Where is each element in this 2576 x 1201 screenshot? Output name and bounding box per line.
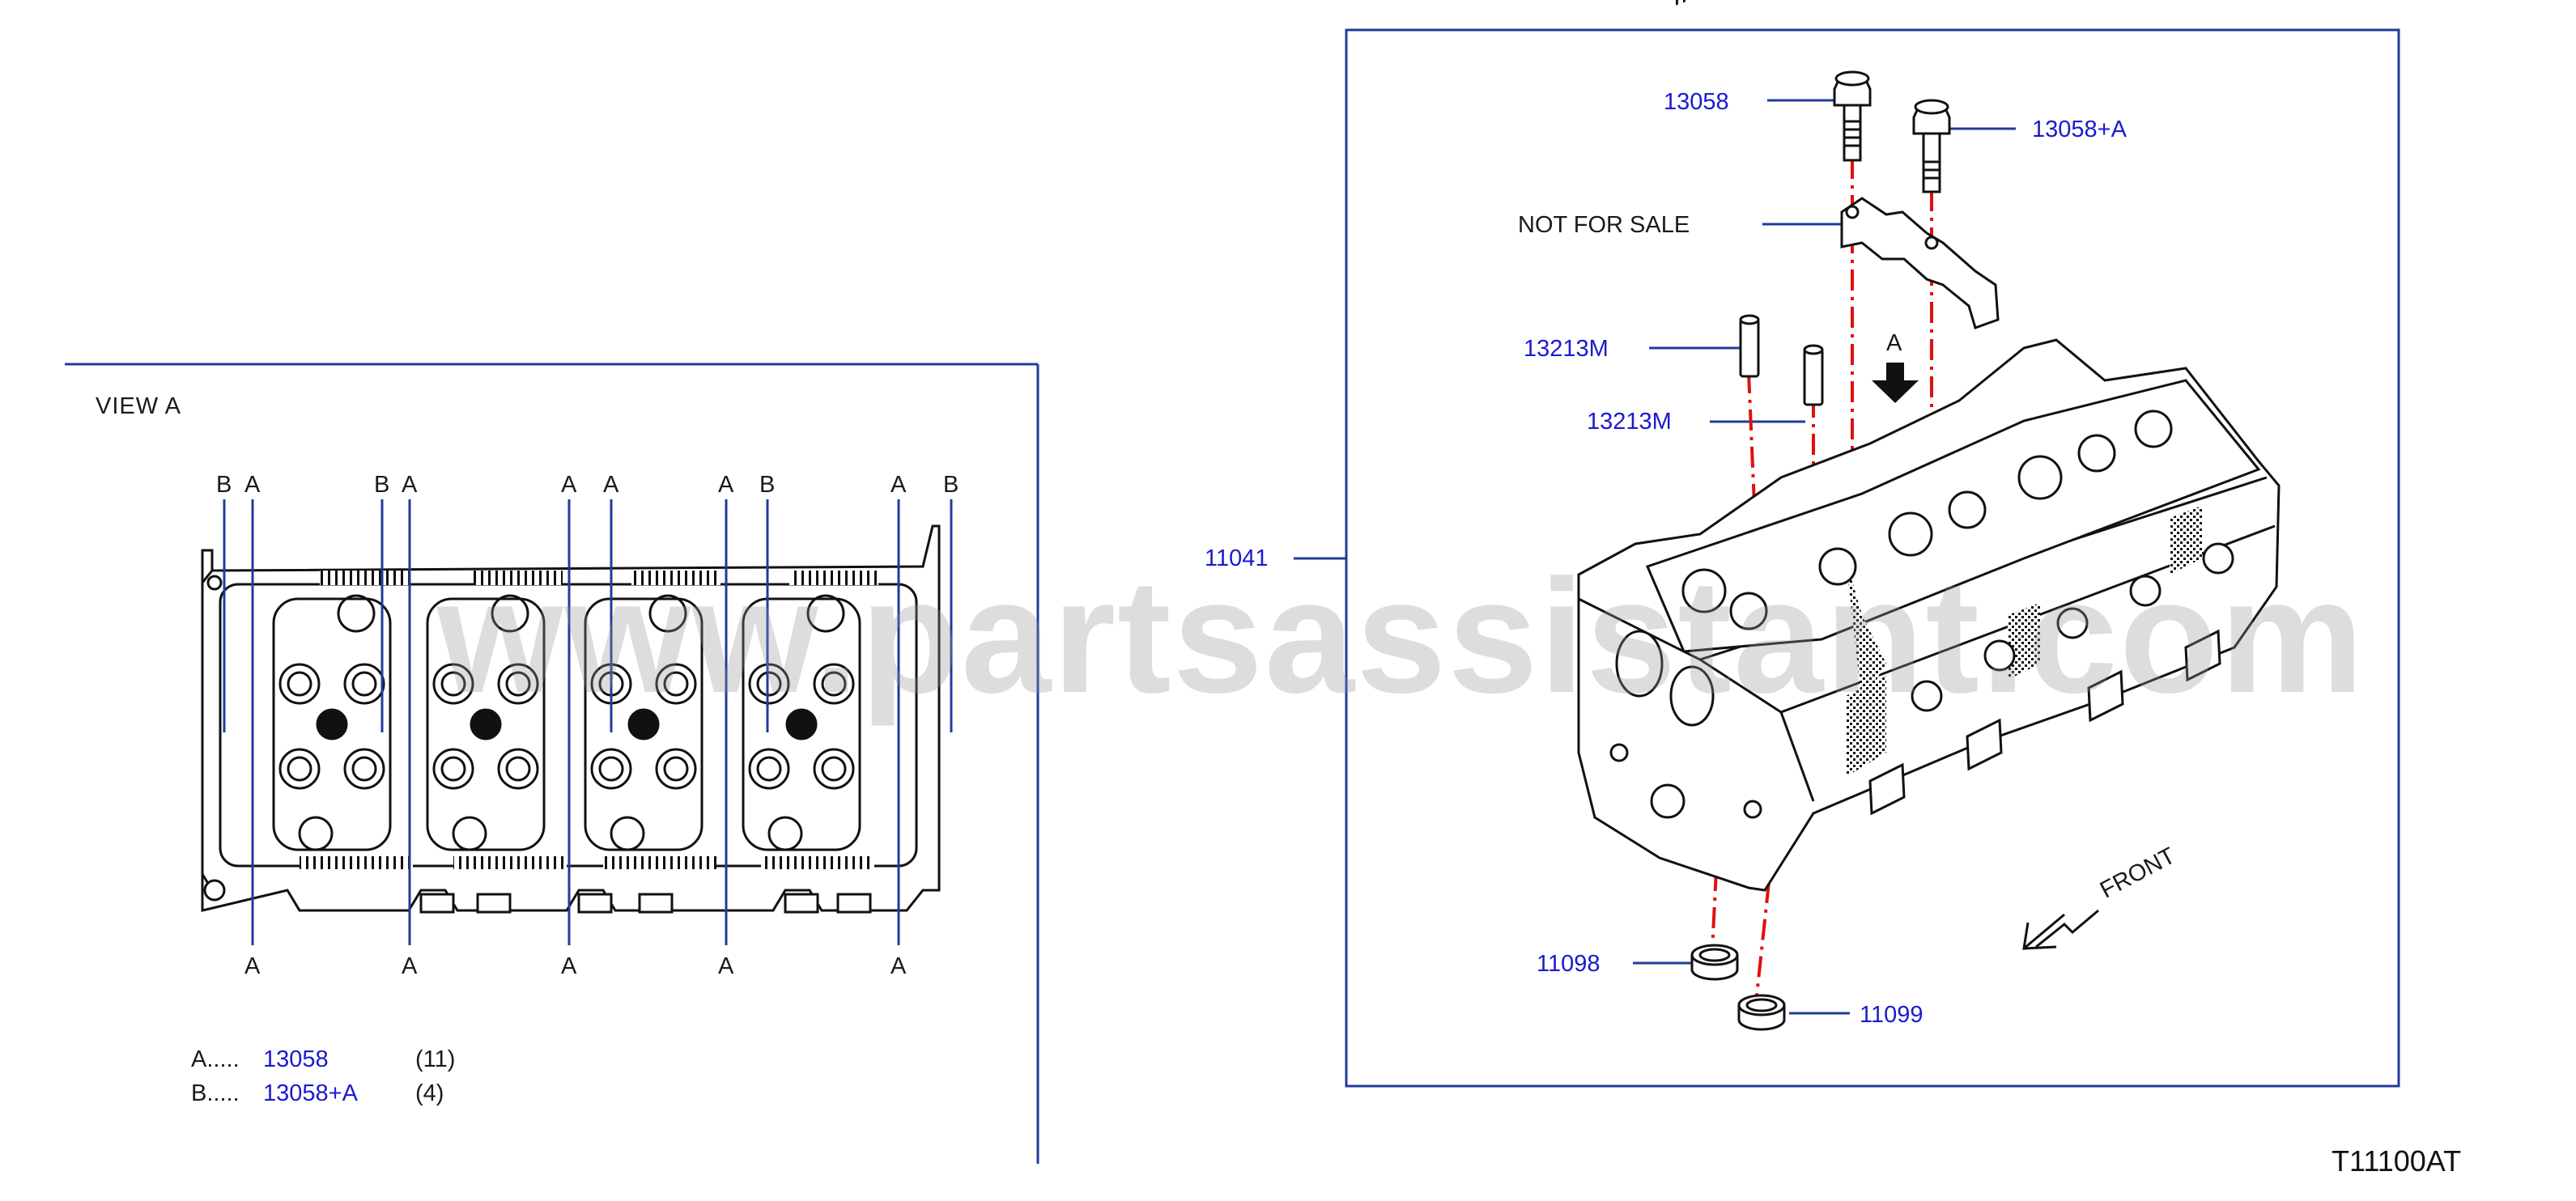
callout-11041-link[interactable]: 11041 [1205,545,1269,571]
valve-seat [287,671,312,697]
bolt-position-lines [223,499,953,945]
cam-journal [491,594,529,633]
cam-journal [298,816,334,851]
legend-key-b: B..... [191,1080,240,1106]
arrow-a-label: A [1886,330,1902,356]
cam-journal [452,816,487,851]
cylinder-pocket [426,597,546,851]
callout-13213m-link-2[interactable]: 13213M [1587,409,1672,435]
valve-seat [821,756,847,782]
view-a-top-letter: A [718,472,734,498]
view-a-frame [65,363,1039,1164]
injector-bore [470,708,502,741]
injector-bore [627,708,660,741]
valve-seat [663,671,689,697]
valve-seat [813,663,855,705]
valve-seat [343,748,385,790]
view-a-top-letter: B [759,472,776,498]
dowel-pins [1739,314,1824,406]
cylinder-head-body [1577,0,2281,892]
valve-seat [813,748,855,790]
callout-11099-link[interactable]: 11099 [1860,1002,1923,1028]
legend-qty-b: (4) [415,1080,444,1106]
seal-11098 [1690,944,1739,981]
seal-11099 [1737,994,1786,1031]
view-a-bottom-letter: A [244,953,261,979]
valve-seat [756,756,782,782]
valve-seat [351,671,377,697]
valve-seat [343,663,385,705]
valve-seat [756,671,782,697]
bolt-13058-a [1912,99,1951,193]
view-a-arrow [1872,363,1919,403]
valve-seat [432,748,474,790]
legend-part-13058-link[interactable]: 13058 [263,1046,329,1072]
view-a-bottom-letter: A [718,953,734,979]
valve-seat [440,756,466,782]
view-a-bottom-letter: A [891,953,907,979]
cam-journal [806,594,845,633]
cam-journal [337,594,376,633]
view-a-bottom-letter: A [561,953,577,979]
view-a-top-letter: B [216,472,232,498]
view-a-top-letter: A [891,472,907,498]
callout-13058-link[interactable]: 13058 [1664,89,1729,115]
valve-seat [663,756,689,782]
valve-seat [598,756,624,782]
view-a-top-letter: A [561,472,577,498]
valve-seat [655,663,697,705]
reference-code: T11100AT [2332,1144,2462,1178]
injector-bore [316,708,348,741]
legend-qty-a: (11) [415,1046,456,1072]
valve-seat [590,748,632,790]
view-a-top-letter: B [943,472,959,498]
valve-seat [278,748,321,790]
valve-seat [505,671,531,697]
valve-seat [497,663,539,705]
valve-seat [748,748,790,790]
cylinder-pocket [742,597,861,851]
bolt-13058 [1833,70,1872,162]
valve-seat [278,663,321,705]
callout-13058-a-link[interactable]: 13058+A [2032,117,2127,142]
cam-journal [767,816,803,851]
valve-seat [287,756,312,782]
cylinder-pocket [584,597,704,851]
valve-seat [497,748,539,790]
valve-seat [505,756,531,782]
injector-bore [785,708,818,741]
not-for-sale-label: NOT FOR SALE [1518,212,1690,238]
valve-seat [655,748,697,790]
cylinder-pocket [272,597,392,851]
legend-part-13058-a-link[interactable]: 13058+A [263,1080,358,1106]
bracket-not-for-sale [1840,197,2000,329]
cam-journal [648,594,687,633]
valve-seat [432,663,474,705]
valve-seat [748,663,790,705]
view-a-title: VIEW A [96,393,181,419]
view-a-top-letter: A [244,472,261,498]
valve-seat [351,756,377,782]
valve-seat [440,671,466,697]
view-a-top-letter: A [603,472,619,498]
callout-13213m-link-1[interactable]: 13213M [1524,336,1609,362]
front-arrow-icon [2022,909,2099,950]
view-a-top-letter: A [402,472,418,498]
view-a-top-letter: B [374,472,390,498]
legend-key-a: A..... [191,1046,240,1072]
cam-journal [610,816,645,851]
callout-11098-link[interactable]: 11098 [1537,951,1600,977]
view-a-bottom-letter: A [402,953,418,979]
cylinder-head-top-view [201,524,941,914]
valve-seat [821,671,847,697]
